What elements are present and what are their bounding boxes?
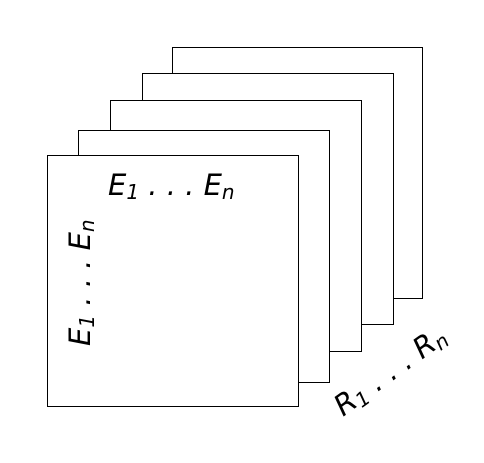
row-label-first: E — [63, 327, 97, 346]
row-label-first-sub: 1 — [75, 315, 99, 328]
column-label-last: E — [204, 168, 223, 202]
column-label-last-sub: n — [222, 180, 235, 204]
row-label-last: E — [63, 231, 97, 250]
row-label-dots: . . . — [63, 250, 97, 315]
matrix-slice-1-front — [47, 155, 299, 407]
column-label-dots: . . . — [139, 168, 204, 202]
column-label-first-sub: 1 — [126, 180, 139, 204]
row-label-last-sub: n — [75, 219, 99, 232]
column-label-first: E — [108, 168, 127, 202]
row-entity-label: E1 . . . En — [63, 219, 99, 346]
column-entity-label: E1 . . . En — [108, 168, 235, 204]
